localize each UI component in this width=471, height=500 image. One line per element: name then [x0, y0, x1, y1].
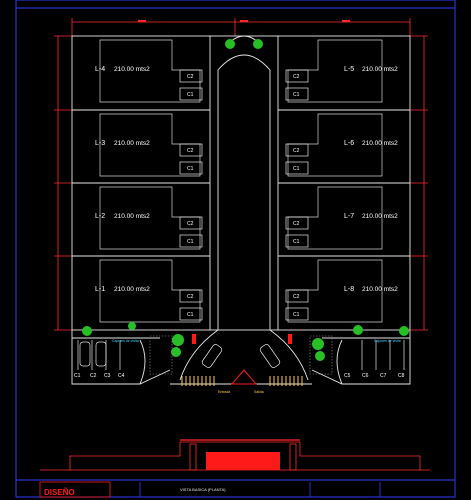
service-box: [179, 216, 203, 230]
tree-icon: [128, 322, 136, 330]
service-box: [285, 161, 309, 175]
service-box: [285, 69, 309, 83]
lot-area: 210.00 mts2: [362, 213, 398, 220]
service-box: [285, 234, 309, 248]
entry-trees: [225, 39, 263, 49]
service-box-label: C2: [187, 74, 194, 80]
car-icon: [79, 341, 91, 367]
service-box: [285, 289, 309, 303]
parking-note-right: Cajones de visita: [374, 339, 401, 343]
title-block: DISEÑO VISTA BASICA (PLANTA): [39, 481, 381, 498]
service-box: [179, 143, 203, 157]
parking-label: C6: [362, 373, 369, 379]
service-box-label: C2: [187, 221, 194, 227]
lot-area: 210.00 mts2: [362, 286, 398, 293]
central-road: [217, 35, 271, 330]
tree-icon: [82, 326, 92, 336]
lot-area: 210.00 mts2: [114, 286, 150, 293]
service-box-label: C1: [293, 166, 300, 172]
service-box: [179, 234, 203, 248]
parking-label: C2: [90, 373, 97, 379]
service-box-label: C1: [187, 92, 194, 98]
lot-label: L-3: [95, 140, 105, 147]
lot-label: L-5: [344, 66, 354, 73]
tree-icon: [312, 338, 324, 350]
parking-labels: C1 C2 C3 C4 C5 C6 C7 C8: [74, 373, 405, 379]
tree-icon: [353, 325, 363, 335]
tree-icon: [253, 39, 263, 49]
lot-label: L-4: [95, 66, 105, 73]
service-box-label: C2: [187, 294, 194, 300]
service-box-label: C1: [187, 239, 194, 245]
parking-label: C7: [380, 373, 387, 379]
site-outline: [71, 35, 411, 331]
parking-label: C1: [74, 373, 81, 379]
service-box-label: C1: [293, 312, 300, 318]
service-box: [285, 307, 309, 321]
lot-label: L-1: [95, 286, 105, 293]
tree-icon: [315, 351, 325, 361]
lot-label: L-8: [344, 286, 354, 293]
service-box-label: C1: [187, 166, 194, 172]
parking-note-left: Cajones de visita: [112, 339, 139, 343]
service-box: [179, 161, 203, 175]
red-markers: [192, 334, 292, 344]
parked-cars: [79, 341, 281, 368]
lot-area: 210.00 mts2: [114, 66, 150, 73]
service-box-label: C2: [187, 148, 194, 154]
entry-marks: [181, 376, 303, 386]
gate-pillar: [189, 443, 197, 471]
parking-label: C5: [344, 373, 351, 379]
service-box-label: C2: [293, 74, 300, 80]
lot-area: 210.00 mts2: [362, 66, 398, 73]
service-box: [179, 69, 203, 83]
service-box-label: C2: [293, 221, 300, 227]
exit-label: Salida: [254, 390, 264, 394]
gatehouse-roof: [230, 369, 258, 385]
logo-text: DISEÑO: [44, 488, 75, 497]
lot-area: 210.00 mts2: [114, 213, 150, 220]
service-box: [179, 87, 203, 101]
service-box-label: C1: [187, 312, 194, 318]
parking-label: C8: [398, 373, 405, 379]
service-box-label: C2: [293, 148, 300, 154]
tree-icon: [172, 334, 184, 346]
shrubs: [82, 322, 409, 361]
tree-icon: [225, 39, 235, 49]
parking-label: C4: [118, 373, 125, 379]
top-dimension-line: [71, 18, 411, 36]
entrance-label: Entrada: [218, 390, 230, 394]
car-icon: [201, 344, 223, 368]
gate-pillar: [289, 443, 297, 471]
service-box: [179, 307, 203, 321]
car-icon: [259, 344, 281, 368]
sheet-frame: [15, 0, 456, 498]
gate-panel: [206, 452, 280, 470]
lot-area: 210.00 mts2: [114, 140, 150, 147]
tree-icon: [399, 326, 409, 336]
lot-area: 210.00 mts2: [362, 140, 398, 147]
elevation-view: [40, 439, 430, 471]
service-box: [285, 143, 309, 157]
service-box-label: C1: [293, 92, 300, 98]
parking-stalls: [77, 340, 405, 370]
car-icon: [95, 341, 107, 367]
title-block-text: VISTA BASICA (PLANTA): [180, 487, 226, 492]
parking-label: C3: [104, 373, 111, 379]
service-box: [285, 216, 309, 230]
right-dimension-line: [410, 35, 428, 331]
service-box: [285, 87, 309, 101]
service-box-label: C1: [293, 239, 300, 245]
lot-label: L-2: [95, 213, 105, 220]
lot-label: L-6: [344, 140, 354, 147]
house-outlines: [99, 39, 383, 323]
lot-label: L-7: [344, 213, 354, 220]
service-box: [179, 289, 203, 303]
service-box-label: C2: [293, 294, 300, 300]
tree-icon: [171, 347, 181, 357]
left-dimension-line: [54, 35, 72, 331]
